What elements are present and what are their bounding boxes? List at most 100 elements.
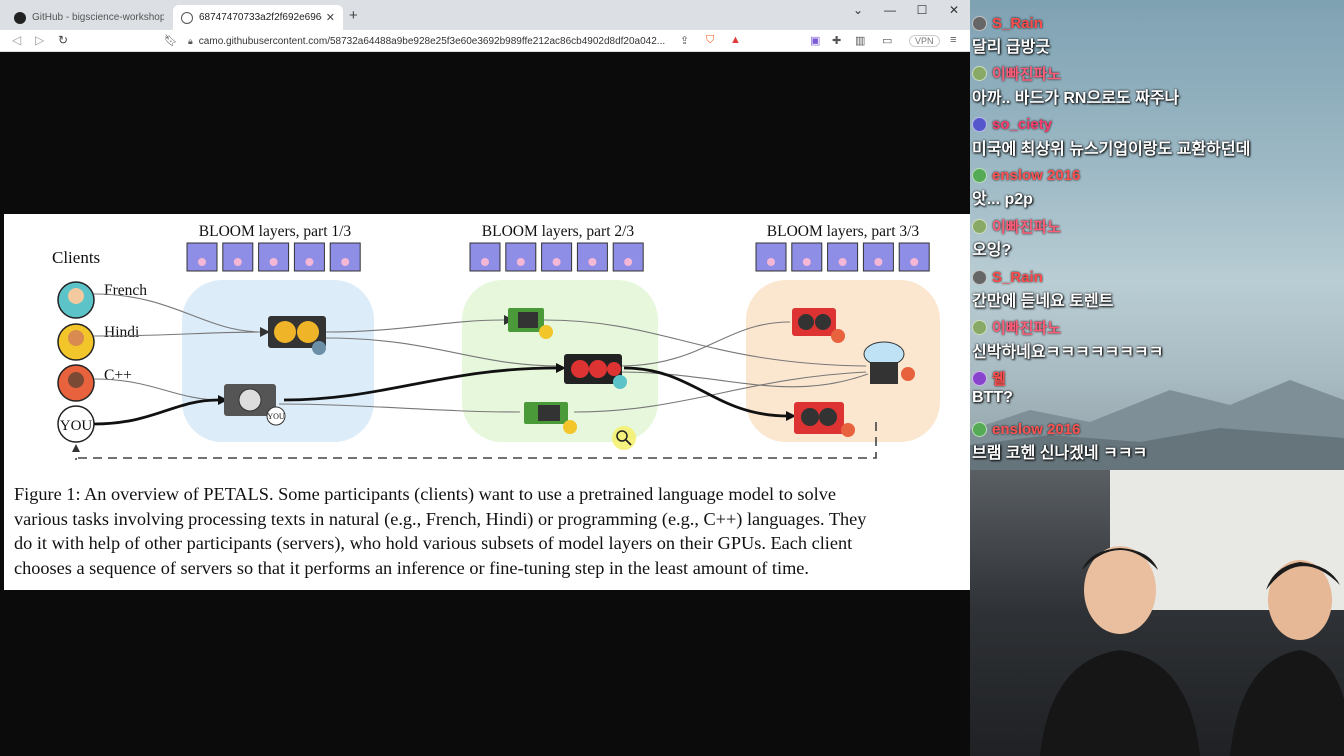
forward-button[interactable]: ▷ (35, 33, 45, 47)
flower-icon (198, 258, 206, 266)
gpu-server-1 (268, 316, 326, 355)
layer-block (505, 242, 537, 272)
layer-blocks (186, 242, 930, 272)
chevron-down-icon[interactable]: ⌄ (852, 3, 864, 17)
flower-icon (802, 258, 811, 266)
chat-username-text: 이빠진파노 (992, 320, 1062, 338)
user-badge-icon (972, 117, 987, 133)
chat-username[interactable]: 이빠진파노 (972, 64, 1342, 84)
you-label: YOU (60, 418, 93, 434)
chat-username[interactable]: 이빠진파노 (972, 318, 1342, 338)
user-badge-icon (972, 269, 987, 285)
tab-title: 68747470733a2f2f692e696d6775 (199, 12, 322, 23)
layer-group-label: BLOOM layers, part 1/3 (199, 223, 352, 240)
caption-line: do it with help of other participants (s… (14, 533, 853, 554)
chat-username-text: 웰 (992, 371, 1006, 389)
vpn-button[interactable]: VPN (909, 35, 940, 47)
client-label-hindi: Hindi (104, 324, 140, 341)
layer-block (258, 242, 290, 272)
close-window-button[interactable]: ✕ (948, 3, 960, 17)
layer-block (186, 242, 218, 272)
share-icon[interactable]: ⇪ (680, 35, 690, 47)
sidebar-icon[interactable]: ▥ (855, 35, 866, 47)
puzzle-icon[interactable]: ✚ (832, 35, 842, 47)
brave-shield-icon[interactable]: ⛉ (706, 34, 715, 46)
menu-icon[interactable]: ≡ (950, 34, 957, 46)
gpu-server-3a (792, 308, 845, 343)
flower-icon (516, 258, 525, 266)
layer-block (576, 242, 608, 272)
user-badge-icon (972, 167, 987, 183)
cursor-magnifier-icon (612, 426, 636, 450)
chat-message: S_Rain 간만에 듣네요 토렌트 (972, 267, 1342, 310)
extension-icon[interactable]: ▣ (810, 35, 821, 47)
webcam-feed (970, 470, 1344, 756)
user-badge-icon (972, 218, 987, 234)
flower-icon (305, 258, 314, 266)
chat-text: 브램 코헨 신나겠네 ㅋㅋㅋ (972, 445, 1148, 463)
chat-username-text: so_ciety (992, 116, 1053, 134)
you-badge: YOU (267, 412, 285, 421)
chat-username[interactable]: enslow 2016 (972, 419, 1342, 439)
chat-username[interactable]: so_ciety (972, 115, 1342, 135)
flower-icon (481, 258, 489, 266)
tab-strip: GitHub - bigscience-workshop/petal 68747… (0, 0, 970, 30)
flower-icon (838, 258, 847, 266)
chat-username-text: enslow 2016 (992, 420, 1081, 438)
flower-icon (269, 258, 278, 266)
your-path (93, 366, 789, 426)
layer-block (827, 242, 859, 272)
layer-block (541, 242, 573, 272)
petals-figure: BLOOM layers, part 1/3 BLOOM layers, par… (4, 214, 970, 590)
user-badge-icon (972, 15, 987, 31)
minimize-button[interactable]: — (884, 3, 896, 17)
flower-icon (552, 258, 561, 266)
client-avatar-french (57, 281, 95, 319)
layer-group-label: BLOOM layers, part 3/3 (767, 223, 920, 240)
tab-image[interactable]: 68747470733a2f2f692e696d6775 ✕ (173, 5, 343, 30)
chat-text: 오잉? (972, 242, 1012, 260)
address-bar[interactable]: 🔒︎ camo.githubusercontent.com/58732a6448… (188, 32, 698, 50)
flower-icon (767, 258, 775, 266)
user-badge-icon (972, 421, 987, 437)
layer-block (755, 242, 787, 272)
chat-message: enslow 2016 앗... p2p (972, 165, 1342, 209)
github-icon (14, 11, 26, 24)
lock-icon: 🔒︎ (188, 35, 193, 46)
caption-line: Figure 1: An overview of PETALS. Some pa… (14, 484, 837, 504)
new-tab-button[interactable]: + (349, 7, 358, 24)
mountain-background (970, 380, 1344, 470)
gpu-server-3b (794, 402, 855, 437)
url-text: camo.githubusercontent.com/58732a64488a9… (198, 35, 666, 47)
gpu-server-2a (508, 308, 553, 339)
layer-block (469, 242, 501, 272)
clients-label: Clients (52, 248, 100, 267)
chat-username[interactable]: 이빠진파노 (972, 216, 1342, 236)
close-tab-icon[interactable]: ✕ (325, 12, 335, 24)
chat-username[interactable]: S_Rain (972, 267, 1342, 287)
bookmark-icon[interactable]: 🔖︎ (164, 35, 178, 47)
chat-text: 앗... p2p (972, 191, 1033, 209)
wallet-icon[interactable]: ▭ (882, 35, 893, 47)
maximize-button[interactable]: ☐ (916, 3, 928, 17)
reload-button[interactable]: ↻ (58, 33, 69, 47)
chat-username[interactable]: enslow 2016 (972, 165, 1342, 185)
layer-block (222, 242, 254, 272)
back-button[interactable]: ◁ (12, 33, 22, 47)
flower-icon (910, 258, 919, 266)
tab-github[interactable]: GitHub - bigscience-workshop/petal (6, 5, 172, 30)
flower-icon (874, 258, 883, 266)
chat-text: 간만에 듣네요 토렌트 (972, 293, 1114, 310)
client-avatar-cpp (57, 364, 95, 402)
user-badge-icon (972, 66, 987, 82)
layer-block (612, 242, 644, 272)
chat-username[interactable]: S_Rain (972, 13, 1342, 33)
chat-username[interactable]: 웰 (972, 369, 1342, 389)
layer-block (293, 242, 325, 272)
user-badge-icon (972, 320, 987, 336)
rewards-icon[interactable]: ▲ (730, 34, 741, 46)
